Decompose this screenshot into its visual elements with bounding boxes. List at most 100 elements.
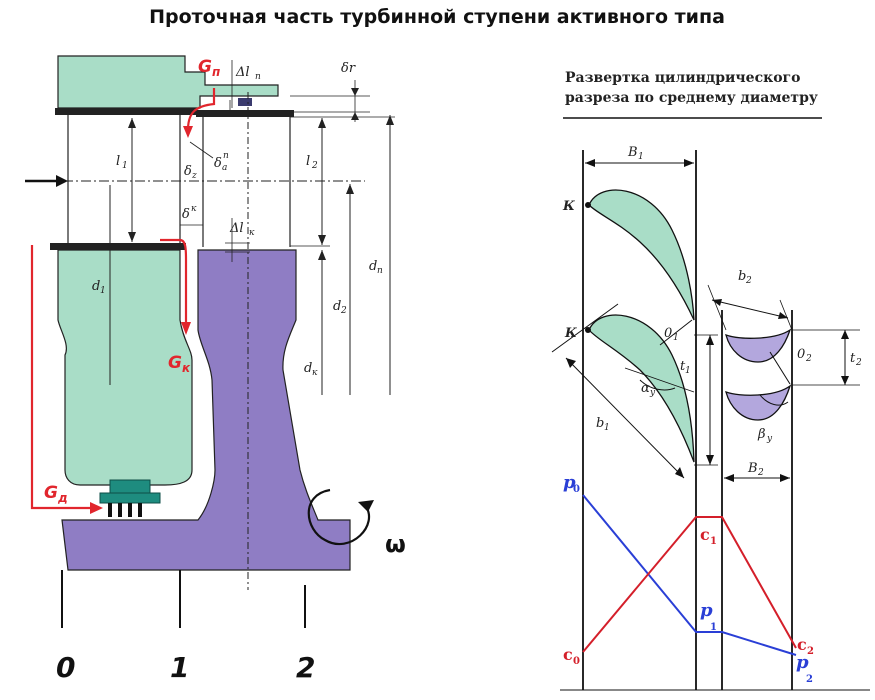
label-gk-sub: к (182, 361, 191, 375)
b1-arrow-a (566, 358, 576, 368)
B1-arrow-r (684, 159, 694, 167)
label-alpha-sub: у (649, 388, 656, 398)
diagram-title: Проточная часть турбинной ступени активн… (149, 6, 725, 28)
dk-arrow (318, 250, 326, 260)
rotor-shroud-bar (196, 110, 294, 117)
label-l1: l (116, 154, 120, 169)
label-b2-sub: 2 (745, 276, 752, 286)
label-d2: d (333, 299, 341, 314)
rotor-blade-upper (725, 328, 792, 363)
diaphragm-body (57, 249, 193, 486)
throat-o1 (659, 319, 693, 346)
label-p1: p (700, 600, 713, 621)
rotation-arrow (307, 488, 371, 546)
t2-arrow-bot (841, 376, 849, 385)
nozzle-blade-upper (588, 189, 695, 321)
flow-gd-arrowhead (90, 502, 103, 514)
B2-arrow-r (780, 474, 790, 482)
b2-ext-b (779, 299, 793, 331)
left-labels: G п Δl п δr l 1 l 2 δ z δ a п δ к Δl к d… (44, 57, 406, 684)
label-beta-sub: у (766, 434, 773, 444)
alpha-arc (639, 379, 676, 391)
flow-gd-path (30, 245, 95, 510)
label-d1: d (92, 279, 100, 294)
b2-ext-a (707, 284, 727, 331)
label-delta-k-sup: к (191, 204, 197, 214)
label-delta-a: δ (214, 156, 222, 171)
cascade-panel: Развертка цилиндрического разреза по сре… (551, 70, 870, 691)
label-p2-sub: 2 (806, 674, 813, 685)
t1-arrow-top (706, 335, 714, 345)
station-label-1: 1 (170, 651, 189, 684)
label-p1-sub: 1 (710, 622, 717, 633)
label-l2-sub: 2 (311, 161, 318, 171)
panel-title-line1: Развертка цилиндрического (565, 70, 800, 86)
label-dp: d (369, 259, 377, 274)
label-delta-r: δr (341, 61, 356, 76)
label-delta-z: δ (184, 164, 192, 179)
label-o1-sub: 1 (673, 333, 679, 343)
label-b1-sub: 1 (604, 423, 610, 433)
label-o2: 0 (797, 347, 805, 362)
label-c0: c (563, 645, 573, 664)
label-delta-a-sup: п (223, 151, 229, 161)
b1-dim (565, 357, 685, 479)
label-K-top: К (562, 199, 575, 214)
label-beta: β (757, 427, 766, 442)
label-dl-k: Δl (229, 221, 244, 236)
label-dl-p-sub: п (255, 72, 261, 82)
flow-gk-arrowhead (181, 322, 191, 335)
label-dp-sub: п (377, 266, 383, 276)
K-point-top (585, 202, 591, 208)
d2-arrow (346, 184, 354, 194)
label-t1: t (680, 359, 686, 374)
meridional-section (25, 55, 395, 628)
nozzle-blade-lower (588, 314, 695, 463)
label-delta-z-sub: z (191, 171, 197, 181)
K-point-mid (585, 327, 591, 333)
dp-arrow (386, 115, 394, 125)
velocity-line (582, 516, 797, 653)
t2-arrow-top (841, 330, 849, 339)
label-l1-sub: 1 (122, 161, 128, 171)
shroud-seal (238, 98, 252, 106)
outer-wall-bar (55, 108, 197, 115)
rotation-arrowhead (358, 500, 374, 512)
label-gp-sub: п (212, 65, 220, 79)
l2-arrow-bot (318, 235, 326, 245)
label-dl-p: Δl (235, 65, 250, 80)
label-K-mid: К (564, 326, 577, 341)
label-b2: b (738, 269, 746, 284)
label-t1-sub: 1 (685, 366, 691, 376)
label-B1-sub: 1 (638, 152, 644, 162)
b1-arrow-b (675, 467, 684, 478)
label-gd-sub: д (57, 491, 68, 505)
beta-arc (759, 394, 789, 406)
station-label-2: 2 (296, 651, 315, 684)
label-B2-sub: 2 (757, 468, 764, 478)
label-B2: B (747, 461, 758, 476)
b2-dim (711, 299, 789, 319)
label-o2-sub: 2 (805, 354, 812, 364)
flow-gp-arrowhead (183, 126, 193, 138)
label-dk-sub: к (312, 368, 318, 378)
label-gk: G (168, 353, 182, 373)
dr-arrow-a (351, 88, 359, 96)
label-delta-k: δ (182, 207, 190, 222)
B2-arrow-l (724, 474, 734, 482)
label-dl-k-sub: к (249, 228, 255, 238)
label-p2: p (796, 652, 809, 673)
label-B1: B (627, 145, 638, 160)
label-omega: ω (385, 530, 406, 558)
label-c1: c (700, 525, 710, 544)
label-dk: d (304, 361, 312, 376)
label-c2: c (797, 635, 807, 654)
label-alpha: α (641, 381, 650, 396)
label-o1: 0 (664, 326, 672, 341)
label-l2: l (306, 154, 310, 169)
l1-arrow-top (128, 118, 136, 128)
dr-arrow-b (351, 112, 359, 120)
inlet-arrowhead (56, 175, 68, 187)
label-gp: G (198, 57, 212, 77)
